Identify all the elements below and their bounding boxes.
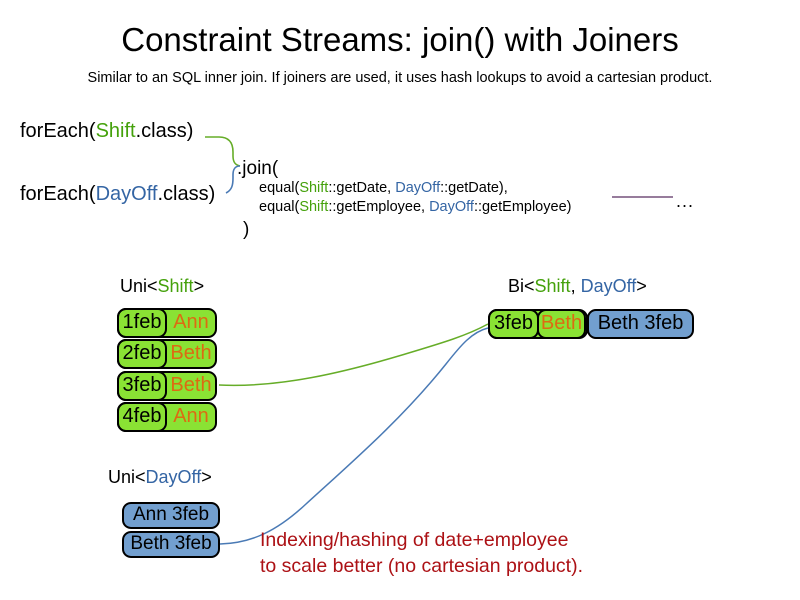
uni-shift-label: Uni<Shift>	[120, 276, 204, 298]
shift-class-token: Shift	[95, 120, 136, 142]
code-text: ::getDate,	[328, 180, 396, 196]
uni-dayoff-row: Beth 3feb	[122, 531, 220, 558]
uni-dayoff-label: Uni<DayOff>	[108, 467, 212, 489]
indexing-note: Indexing/hashing of date+employee to sca…	[260, 527, 583, 579]
uni-shift-row: 3feb Beth	[117, 371, 217, 401]
code-joiner-date: equal(Shift::getDate, DayOff::getDate),	[259, 180, 508, 197]
dayoff-class-token: DayOff	[429, 199, 474, 215]
dayoff-class-token: DayOff	[580, 276, 637, 296]
uni-shift-row: 2feb Beth	[117, 339, 217, 369]
shift-join-brace	[205, 136, 241, 167]
bi-dayoff-part: Beth 3feb	[587, 309, 694, 339]
code-foreach-shift: forEach(Shift.class)	[20, 119, 193, 143]
code-ellipsis: ...	[676, 191, 695, 211]
page-subtitle: Similar to an SQL inner join. If joiners…	[87, 70, 713, 86]
bi-label: Bi<Shift, DayOff>	[508, 276, 647, 298]
code-text: ::getDate),	[440, 180, 508, 196]
uni-dayoff-row: Ann 3feb	[122, 502, 220, 529]
shift-employee-cell: Beth	[537, 309, 586, 339]
shift-date-cell: 4feb	[117, 402, 167, 432]
label-text: Uni<	[120, 276, 158, 296]
shift-date-cell: 2feb	[117, 339, 167, 369]
dayoff-class-token: DayOff	[95, 183, 158, 205]
code-text: .class)	[135, 120, 194, 142]
label-text: Uni<	[108, 467, 146, 487]
code-join-close: )	[243, 219, 250, 240]
bi-shift-part: 3feb Beth	[488, 309, 588, 339]
label-text: ,	[570, 276, 581, 296]
label-text: Bi<	[508, 276, 535, 296]
shift-class-token: Shift	[299, 180, 329, 196]
code-text: equal(	[259, 180, 300, 196]
shift-class-token: Shift	[157, 276, 194, 296]
code-joiner-employee: equal(Shift::getEmployee, DayOff::getEmp…	[259, 199, 571, 216]
uni-shift-row: 1feb Ann	[117, 308, 217, 338]
code-text: ::getEmployee)	[473, 199, 572, 215]
shift-employee-cell: Ann	[173, 311, 209, 333]
dayoff-class-token: DayOff	[145, 467, 202, 487]
shift-to-bi-connector	[218, 323, 489, 387]
shift-date-cell: 1feb	[117, 308, 167, 338]
code-text: ::getEmployee,	[328, 199, 430, 215]
code-text: equal(	[259, 199, 300, 215]
label-text: >	[636, 276, 647, 296]
note-line: Indexing/hashing of date+employee	[260, 529, 569, 551]
shift-date-cell: 3feb	[117, 371, 167, 401]
shift-employee-cell: Beth	[170, 374, 212, 396]
shift-class-token: Shift	[534, 276, 571, 296]
dayoff-class-token: DayOff	[395, 180, 441, 196]
note-line: to scale better (no cartesian product).	[260, 555, 583, 577]
dayoff-to-bi-connector	[219, 327, 489, 545]
code-text: .class)	[157, 183, 216, 205]
label-text: >	[193, 276, 205, 296]
shift-class-token: Shift	[299, 199, 329, 215]
shift-employee-cell: Ann	[173, 405, 209, 427]
page-title: Constraint Streams: join() with Joiners	[121, 21, 679, 58]
shift-employee-cell: Beth	[170, 342, 212, 364]
shift-date-cell: 3feb	[488, 309, 539, 339]
uni-shift-row: 4feb Ann	[117, 402, 217, 432]
code-foreach-dayoff: forEach(DayOff.class)	[20, 182, 215, 206]
label-text: >	[201, 467, 212, 487]
code-text: forEach(	[20, 120, 96, 142]
code-join-open: .join(	[237, 158, 279, 179]
code-text: forEach(	[20, 183, 96, 205]
